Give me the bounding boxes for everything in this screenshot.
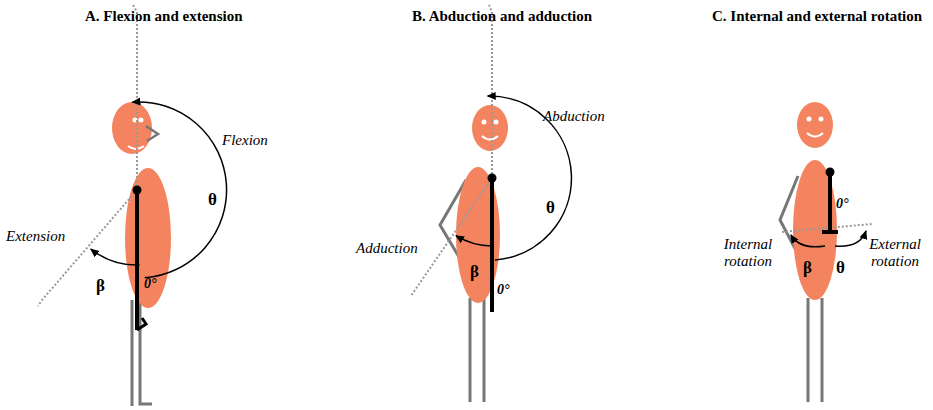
angle-symbol: β xyxy=(470,262,479,282)
motion-label: Adduction xyxy=(356,240,418,257)
panel-title: B. Abduction and adduction xyxy=(412,8,592,25)
panel-title: A. Flexion and extension xyxy=(85,8,243,25)
angle-symbol: β xyxy=(96,276,105,296)
figure-c xyxy=(780,102,872,402)
motion-label: Extension xyxy=(6,228,65,245)
motion-label: Flexion xyxy=(222,132,268,149)
zero-angle: 0° xyxy=(497,282,510,298)
angle-symbol: β xyxy=(803,258,812,278)
zero-angle: 0° xyxy=(836,196,849,212)
panel-title: C. Internal and external rotation xyxy=(712,8,922,25)
angle-symbol: θ xyxy=(208,190,217,210)
angle-symbol: θ xyxy=(836,258,845,278)
figure-b xyxy=(411,5,571,402)
zero-angle: 0° xyxy=(144,276,157,292)
motion-label: Internal rotation xyxy=(712,236,784,271)
motion-label: External rotation xyxy=(862,236,928,271)
angle-symbol: θ xyxy=(546,198,555,218)
figure-a xyxy=(38,5,227,406)
motion-label: Abduction xyxy=(543,108,605,125)
